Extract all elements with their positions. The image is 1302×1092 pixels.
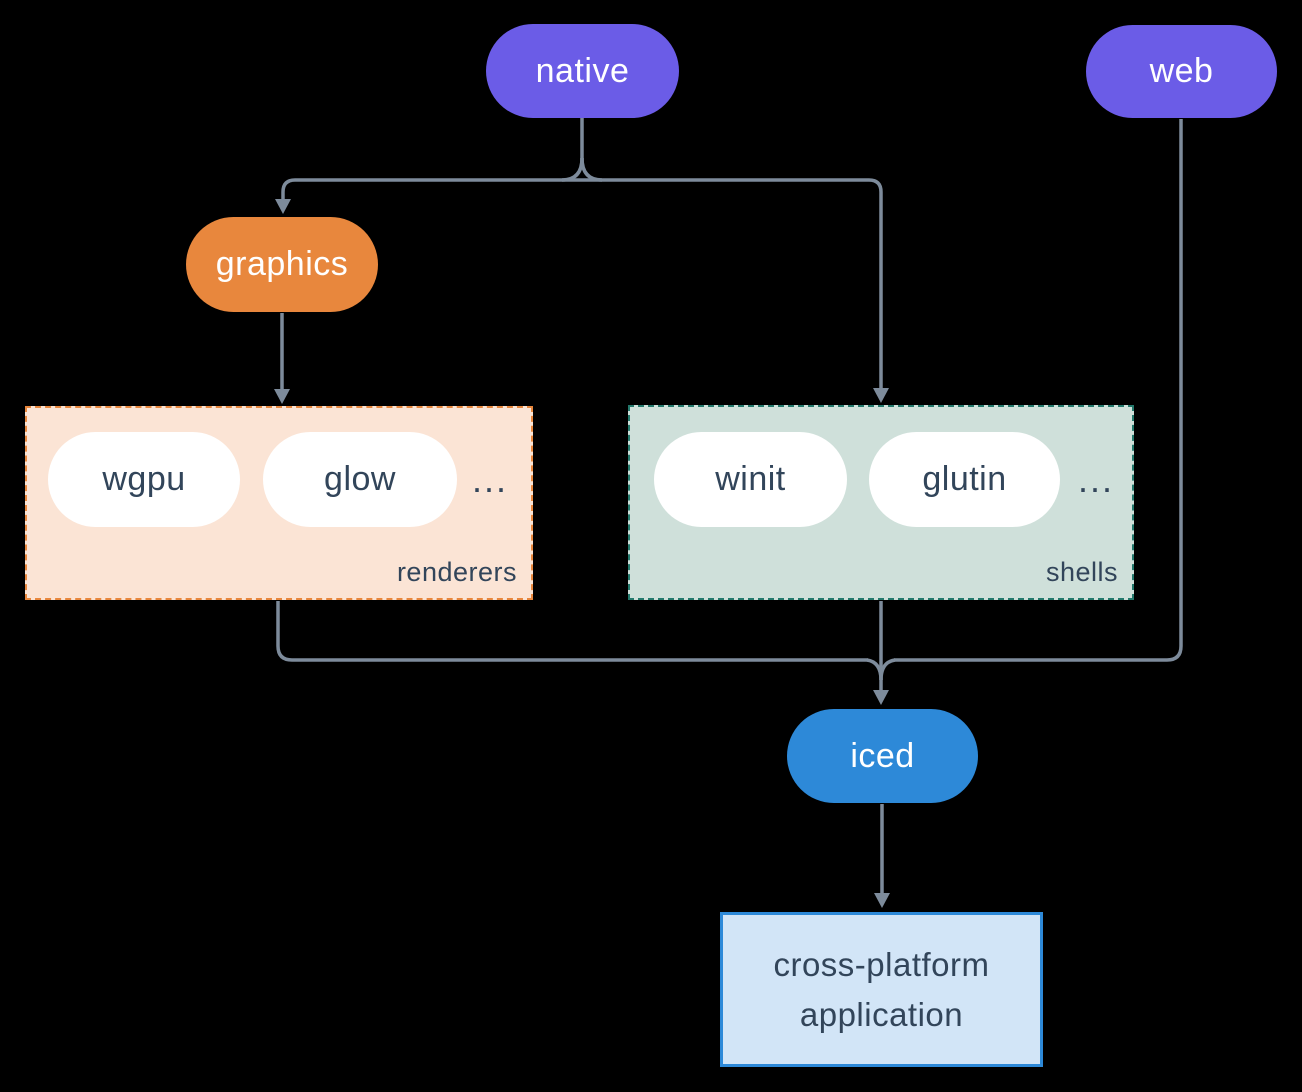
edge-merge-fork-right — [879, 658, 896, 681]
edge-renderers-merge — [276, 601, 868, 662]
node-wgpu: wgpu — [48, 432, 240, 527]
node-graphics: graphics — [186, 217, 378, 312]
arrowhead-shells-top — [873, 388, 889, 403]
node-glutin: glutin — [869, 432, 1060, 527]
node-iced: iced — [787, 709, 978, 803]
arrowhead-graphics-top — [275, 199, 291, 214]
node-web: web — [1086, 25, 1277, 118]
group-shells: winit glutin ... shells — [628, 405, 1134, 600]
app-box: cross-platform application — [720, 912, 1043, 1067]
group-renderers: wgpu glow ... renderers — [25, 406, 533, 600]
app-box-line1: cross-platform — [773, 945, 990, 983]
renderers-group-label: renderers — [396, 557, 517, 587]
edge-native-fork-right — [580, 157, 603, 182]
shells-group-label: shells — [1045, 557, 1118, 587]
renderers-ellipsis: ... — [472, 459, 509, 500]
arrowhead-renderers-top — [274, 389, 290, 404]
node-native: native — [486, 24, 679, 118]
arrowhead-iced-top — [873, 690, 889, 705]
arrowhead-app-top — [874, 893, 890, 908]
edge-merge-fork-left — [866, 658, 883, 681]
shells-ellipsis: ... — [1078, 459, 1115, 500]
edge-web-merge — [894, 119, 1183, 662]
edge-native-fork-left — [561, 157, 584, 182]
app-box-line2: application — [799, 995, 964, 1033]
node-glow: glow — [263, 432, 457, 527]
node-winit: winit — [654, 432, 847, 527]
edge-native-split-bar — [281, 178, 883, 389]
